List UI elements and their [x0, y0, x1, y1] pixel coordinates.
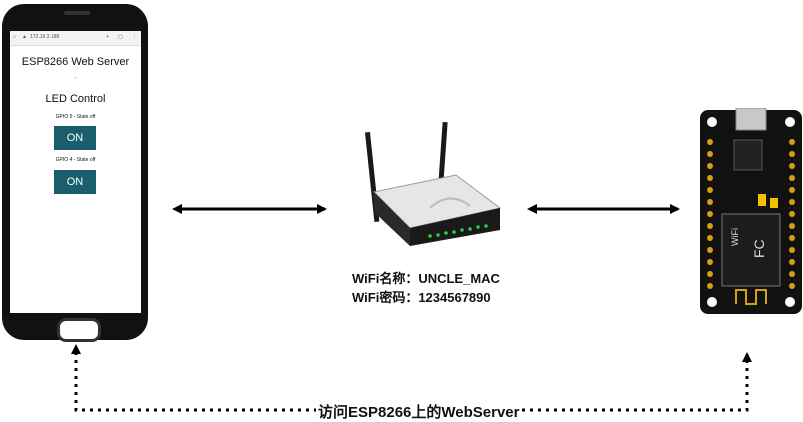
mounting-holes — [707, 117, 795, 307]
right-pin-header — [789, 139, 795, 289]
wifi-router — [364, 121, 502, 246]
gpio4-on-button[interactable]: ON — [54, 170, 96, 194]
yellow-capacitor-right — [770, 198, 778, 208]
router-antenna-right — [437, 121, 448, 193]
new-tab-icon[interactable]: + — [106, 34, 109, 40]
webserver-access-label: 访问ESP8266上的WebServer — [316, 401, 522, 422]
url-text[interactable]: 172.16.3.188 — [30, 34, 60, 40]
gpio5-on-button[interactable]: ON — [54, 126, 96, 150]
esp-module-shield — [721, 213, 781, 287]
wifi-password-label: WiFi密码：1234567890 — [352, 290, 491, 305]
divider-mark: v — [74, 75, 77, 80]
phone-home-button — [57, 318, 101, 342]
router-body-side — [374, 192, 410, 246]
gpio5-status: GPIO 5 - State off — [55, 114, 96, 120]
wifi-name-label: WiFi名称：UNCLE_MAC — [352, 271, 500, 286]
router-logo-curve — [429, 197, 471, 209]
router-led-lights — [428, 224, 488, 238]
wifi-shield-marking: WiFi — [730, 228, 740, 246]
router-body-front — [410, 208, 500, 246]
warning-icon: ▲ — [22, 34, 27, 40]
menu-icon[interactable]: ⋮ — [132, 34, 137, 40]
gpio4-status: GPIO 4 - State off — [55, 157, 96, 163]
browser-url-bar[interactable]: ⌂ ▲ 172.16.3.188 + ▢ ⋮ — [10, 31, 141, 46]
phone-screen: ⌂ ▲ 172.16.3.188 + ▢ ⋮ ESP8266 Web Serve… — [10, 31, 141, 313]
fcc-shield-marking: FC — [751, 239, 767, 258]
yellow-capacitor-left — [758, 194, 766, 206]
page-title: ESP8266 Web Server — [21, 56, 130, 68]
tabs-icon[interactable]: ▢ — [118, 34, 123, 40]
home-icon[interactable]: ⌂ — [13, 34, 17, 40]
usb-connector — [735, 108, 767, 131]
phone-speaker — [64, 11, 90, 15]
led-control-heading: LED Control — [45, 93, 106, 105]
left-pin-header — [707, 139, 713, 289]
pcb-antenna-trace — [735, 289, 767, 305]
esp8266-nodemcu-board: WiFi FC — [700, 108, 802, 314]
usb-serial-chip — [733, 139, 763, 171]
smartphone: ⌂ ▲ 172.16.3.188 + ▢ ⋮ ESP8266 Web Serve… — [2, 4, 148, 342]
